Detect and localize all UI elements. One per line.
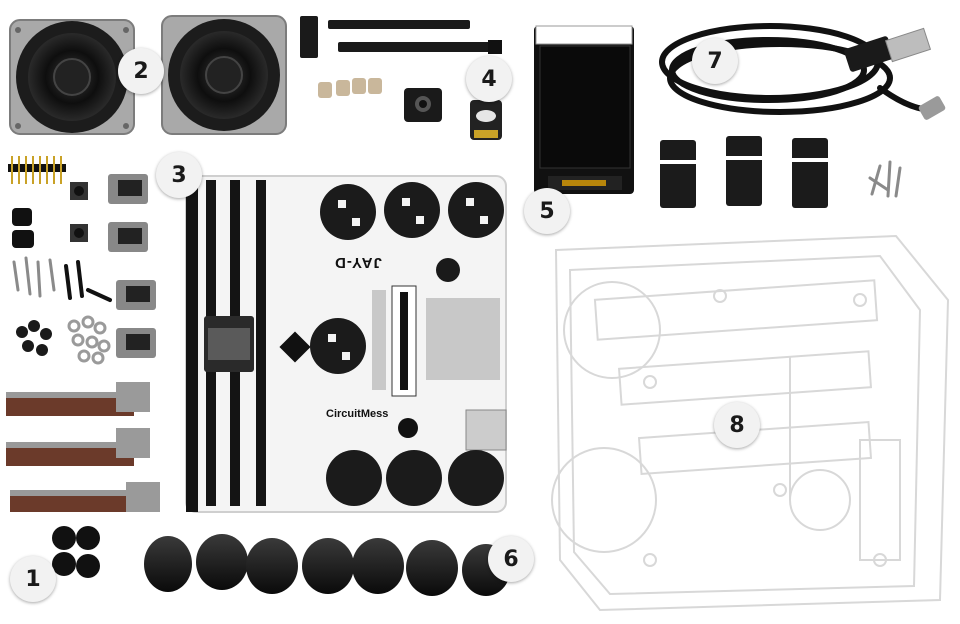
callout-2: 2: [118, 48, 164, 94]
pin-header: [8, 156, 66, 184]
pcb-model-label: JAY-D: [334, 254, 382, 271]
slider-caps: [660, 136, 828, 208]
callout-7: 7: [692, 38, 738, 84]
speaker-left: [9, 19, 135, 135]
callout-4: 4: [466, 56, 512, 102]
black-screws: [64, 260, 112, 302]
callout-5: 5: [524, 188, 570, 234]
speaker-right: [161, 15, 287, 135]
callout-6: 6: [488, 536, 534, 582]
audio-jack: [404, 88, 442, 122]
tactile-buttons: [70, 182, 88, 242]
rotary-encoders: [108, 174, 156, 358]
micro-sd-card: [470, 100, 502, 140]
screws-assorted: [12, 256, 56, 298]
main-pcb: [185, 175, 507, 513]
small-knobs: [52, 526, 100, 578]
callout-8: 8: [714, 402, 760, 448]
rubber-feet: [12, 208, 34, 248]
pcb-brand-label: CircuitMess: [326, 408, 389, 420]
nuts-metal: [67, 315, 111, 365]
nuts-black: [16, 320, 52, 356]
slide-potentiometers: [6, 382, 160, 512]
brass-nuts: [318, 78, 382, 98]
standoffs: [300, 16, 502, 58]
large-knobs: [144, 534, 510, 596]
acrylic-case: [551, 234, 950, 612]
callout-3: 3: [156, 152, 202, 198]
lcd-display: [534, 25, 634, 194]
callout-1: 1: [10, 556, 56, 602]
usb-plug: [844, 27, 946, 120]
screws-small: [868, 160, 902, 198]
